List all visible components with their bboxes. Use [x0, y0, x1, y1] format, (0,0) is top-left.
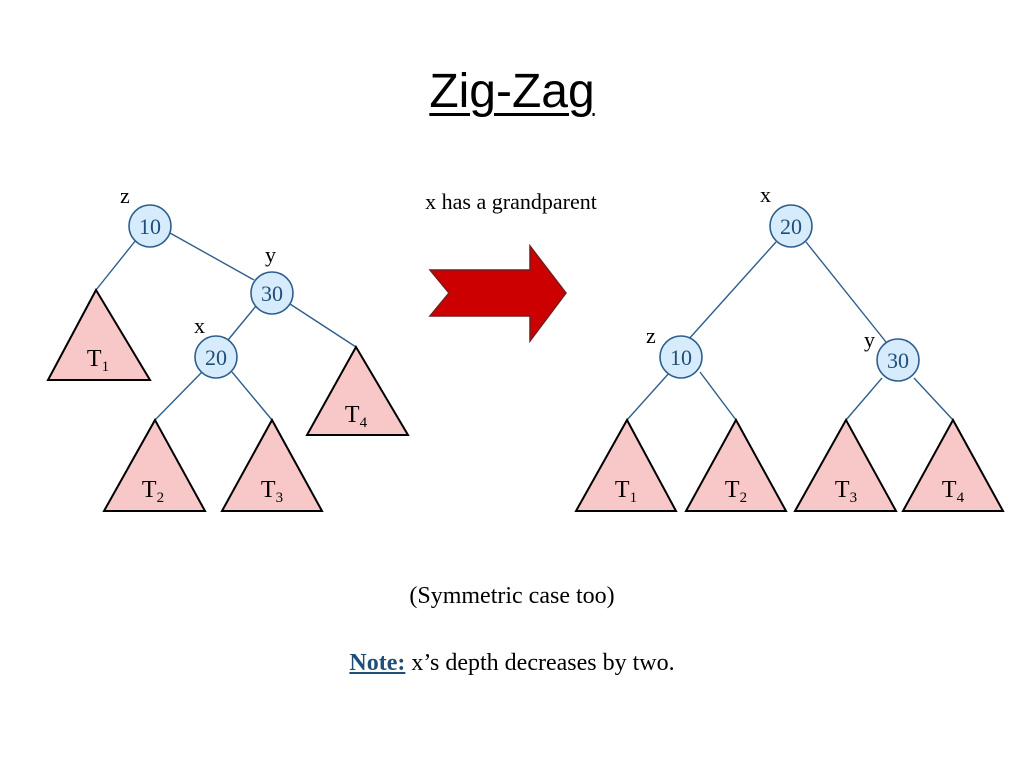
edge-x-t3	[231, 371, 273, 421]
node-value: 10	[670, 345, 692, 370]
before-tree: z 10 y 30 x 20 T1 T2 T3 T4	[46, 183, 410, 512]
node-circle	[769, 204, 813, 248]
node-circle	[876, 338, 920, 382]
subtree-label: T4	[345, 402, 368, 431]
subtree-triangle	[574, 417, 678, 512]
node-circle	[250, 271, 294, 315]
subtree-triangle	[684, 417, 788, 512]
subtree-triangle	[305, 344, 410, 436]
node-x: x 20	[760, 182, 813, 248]
node-value: 10	[139, 214, 161, 239]
node-z: z 10	[120, 183, 172, 248]
node-y: y 30	[864, 327, 920, 382]
node-circle	[128, 204, 172, 248]
subtree-label: T3	[835, 477, 857, 506]
edge-z-y	[169, 232, 255, 281]
subtree-label: T4	[942, 477, 965, 506]
subtree-label: T3	[261, 477, 283, 506]
subtree-t2: T2	[684, 417, 788, 512]
node-label-x: x	[760, 182, 771, 207]
edge-z-t1	[626, 371, 671, 421]
node-label-z: z	[120, 183, 130, 208]
subtree-t4: T4	[305, 344, 410, 436]
node-z: z 10	[646, 323, 703, 379]
subtree-t3: T3	[220, 417, 324, 512]
slide-title: Zig-Zag	[0, 62, 1024, 122]
edge-z-t2	[699, 371, 737, 421]
subtree-t3: T3	[793, 417, 898, 512]
edge-y-t4	[289, 303, 357, 348]
subtree-triangle	[46, 287, 152, 381]
transition-caption: x has a grandparent	[425, 189, 597, 214]
node-circle	[659, 335, 703, 379]
node-x: x 20	[194, 313, 238, 379]
node-value: 30	[887, 348, 909, 373]
node-value: 30	[261, 281, 283, 306]
edge-z-t1	[95, 239, 137, 291]
subtree-label: T1	[87, 346, 109, 375]
subtree-t1: T1	[46, 287, 152, 381]
note-text: x’s depth decreases by two.	[405, 650, 675, 676]
node-value: 20	[780, 214, 802, 239]
subtree-triangle	[901, 417, 1005, 512]
subtree-triangle	[793, 417, 898, 512]
node-y: y 30	[250, 242, 294, 315]
subtree-t4: T4	[901, 417, 1005, 512]
edge-y-x	[227, 305, 257, 341]
subtree-triangle	[220, 417, 324, 512]
edge-x-t2	[154, 371, 203, 421]
after-tree: x 20 z 10 y 30 T1 T2 T3 T4	[574, 182, 1005, 512]
edge-y-t3	[845, 377, 883, 421]
note-line: Note: x’s depth decreases by two.	[0, 650, 1024, 677]
transition-arrow-icon	[428, 243, 567, 344]
node-label-y: y	[265, 242, 276, 267]
note-label: Note:	[349, 650, 406, 676]
edge-x-z	[687, 241, 777, 341]
subtree-label: T2	[142, 477, 164, 506]
node-value: 20	[205, 345, 227, 370]
slide-title-text: Zig-Zag	[429, 65, 595, 118]
symmetric-case-text: (Symmetric case too)	[409, 583, 615, 609]
subtree-label: T1	[615, 477, 637, 506]
subtree-triangle	[102, 417, 207, 512]
subtree-label: T2	[725, 477, 747, 506]
subtree-t2: T2	[102, 417, 207, 512]
subtree-t1: T1	[574, 417, 678, 512]
node-label-y: y	[864, 327, 875, 352]
node-label-z: z	[646, 323, 656, 348]
edge-y-t4	[913, 377, 954, 421]
node-label-x: x	[194, 313, 205, 338]
node-circle	[194, 335, 238, 379]
edge-x-y	[805, 241, 887, 343]
